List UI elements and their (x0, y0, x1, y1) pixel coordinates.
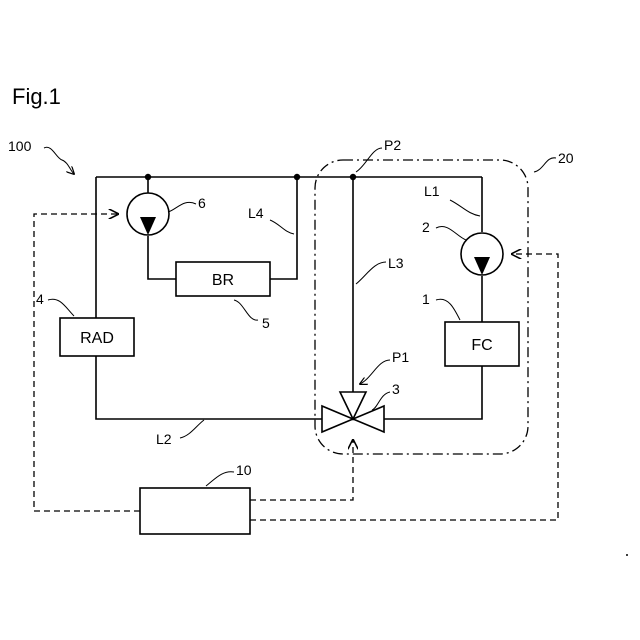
br-leader (234, 300, 258, 320)
line-l4-leader (270, 220, 294, 234)
pump-6-number: 6 (198, 195, 206, 211)
line-l3-leader (356, 262, 386, 284)
point-p1-label: P1 (392, 349, 409, 365)
line-l4-label: L4 (248, 205, 264, 221)
junction-dot-p2 (350, 174, 356, 180)
pump-6 (127, 193, 169, 235)
fc-leader (436, 299, 460, 320)
line-l2-label: L2 (156, 431, 172, 447)
pump-2 (461, 233, 503, 275)
line-l1-leader (450, 200, 480, 216)
unit-boundary (315, 160, 528, 454)
junction-dot (294, 174, 300, 180)
point-p2-label: P2 (384, 137, 401, 153)
system-label: 100 (8, 138, 32, 154)
pump-2-leader (436, 227, 466, 240)
rad-leader (48, 299, 74, 316)
three-way-valve (322, 392, 384, 432)
control-line-valve (250, 440, 353, 500)
line-l2 (96, 356, 322, 419)
stray-dot (626, 554, 628, 556)
line-l3-label: L3 (388, 255, 404, 271)
unit-label: 20 (558, 150, 574, 166)
fc-number: 1 (422, 291, 430, 307)
pump-2-number: 2 (422, 219, 430, 235)
unit-label-leader (534, 158, 556, 172)
controller-number: 10 (236, 462, 252, 478)
pump-6-leader (168, 202, 196, 212)
line-l2-leader (180, 420, 204, 438)
line-l1-label: L1 (424, 183, 440, 199)
br-label: BR (212, 272, 234, 289)
figure-title: Fig.1 (12, 84, 61, 109)
line-l4 (270, 177, 297, 279)
rad-number: 4 (36, 291, 44, 307)
control-line-pump2 (250, 254, 558, 520)
junction-dot (145, 174, 151, 180)
fc-label: FC (471, 337, 492, 354)
br-number: 5 (262, 315, 270, 331)
valve-number: 3 (392, 381, 400, 397)
control-line-pump6 (34, 214, 140, 511)
controller-leader (206, 472, 234, 486)
pump6-to-br-pipe (148, 236, 176, 279)
controller-box (140, 488, 250, 534)
rad-label: RAD (80, 330, 114, 347)
system-label-leader (44, 147, 74, 174)
point-p1-leader (360, 360, 390, 384)
